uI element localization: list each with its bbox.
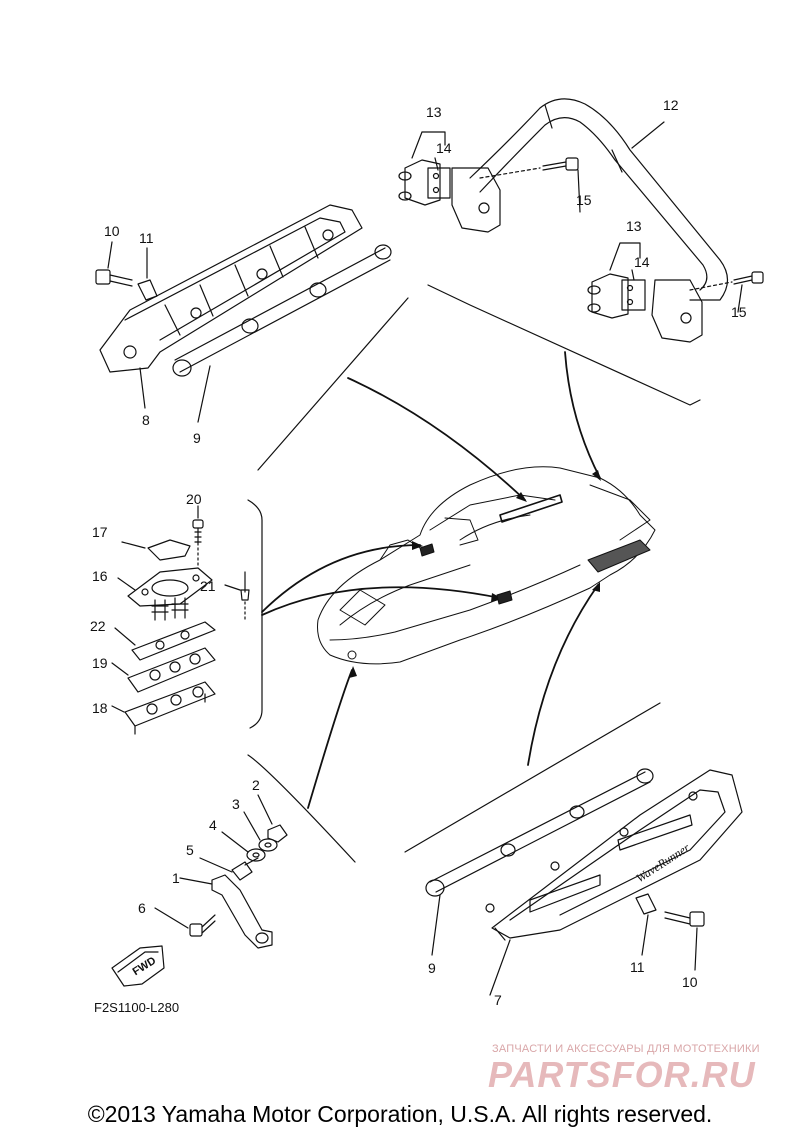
spacer-11-lower <box>635 893 657 956</box>
tube-rail-upper <box>172 244 392 377</box>
callout-13-lower: 13 <box>626 218 642 234</box>
callout-9-lower: 9 <box>428 960 436 976</box>
deck-rail-upper <box>99 204 363 373</box>
callout-22: 22 <box>90 618 106 634</box>
callout-2: 2 <box>252 777 260 793</box>
leader-8 <box>139 367 146 409</box>
nut-2 <box>257 794 288 843</box>
callout-10-upper: 10 <box>104 223 120 239</box>
callout-20: 20 <box>186 491 202 507</box>
watermark-brand: PARTSFOR.RU <box>488 1054 756 1095</box>
group-frame-tie-down <box>247 499 263 729</box>
fwd-arrow <box>111 945 165 987</box>
watercraft-outline <box>317 466 656 665</box>
group-frame-boarding-handle <box>257 284 701 471</box>
callout-9-upper: 9 <box>193 430 201 446</box>
bolt-15-upper <box>479 157 579 179</box>
callout-1: 1 <box>172 870 180 886</box>
callout-labels: 1 2 3 4 5 6 7 8 9 9 10 10 11 11 12 13 13… <box>90 97 747 1008</box>
callout-21: 21 <box>200 578 216 594</box>
callout-11-lower: 11 <box>630 959 645 975</box>
bolt-10-lower <box>664 911 705 971</box>
leader-lines <box>261 351 601 809</box>
plate-19 <box>111 647 216 693</box>
washer-3 <box>243 811 278 852</box>
tie-down-plate-16 <box>117 567 213 607</box>
bracket-1 <box>179 874 273 949</box>
boarding-handle <box>469 98 729 301</box>
callout-11-upper: 11 <box>139 230 154 246</box>
callout-8: 8 <box>142 412 150 428</box>
screw-6 <box>154 907 216 937</box>
group-frame-cleat-bracket <box>247 754 356 863</box>
callout-10-lower: 10 <box>682 974 698 990</box>
callout-16: 16 <box>92 568 108 584</box>
callout-14-lower: 14 <box>634 254 650 270</box>
watermark-tagline: ЗАПЧАСТИ И АКСЕССУАРЫ ДЛЯ МОТОТЕХНИКИ <box>492 1043 760 1055</box>
gasket-22 <box>114 621 216 661</box>
screw-20 <box>192 505 204 566</box>
callout-6: 6 <box>138 900 146 916</box>
washer-4 <box>221 831 266 862</box>
callout-7: 7 <box>494 992 502 1008</box>
deck-rail-lower <box>485 769 743 996</box>
callout-5: 5 <box>186 842 194 858</box>
callout-18: 18 <box>92 700 108 716</box>
copyright-notice: ©2013 Yamaha Motor Corporation, U.S.A. A… <box>87 1101 713 1127</box>
tie-down-posts <box>151 597 189 621</box>
rivet-21 <box>224 571 250 621</box>
callout-17: 17 <box>92 524 108 540</box>
bolt-10-upper <box>95 241 133 287</box>
callout-19: 19 <box>92 655 108 671</box>
spacer-11-upper <box>137 247 158 301</box>
callout-14-upper: 14 <box>436 140 452 156</box>
handle-bracket-lower <box>587 273 703 343</box>
group-frame-sponson <box>404 702 661 853</box>
diagram-code: F2S1100-L280 <box>94 1000 180 1015</box>
bolt-5 <box>199 857 259 881</box>
callout-12: 12 <box>663 97 679 113</box>
callout-13-upper: 13 <box>426 104 442 120</box>
tie-down-cover-17 <box>121 539 191 561</box>
callout-15-upper: 15 <box>576 192 592 208</box>
callout-15-lower: 15 <box>731 304 747 320</box>
tube-rail-lower <box>425 768 654 956</box>
bolt-15-lower <box>689 271 764 291</box>
leader-9-upper <box>197 365 211 423</box>
callout-bracket-13-14 <box>411 121 743 313</box>
handle-bracket-upper <box>398 159 501 233</box>
plate-18 <box>111 681 216 735</box>
callout-4: 4 <box>209 817 217 833</box>
callout-3: 3 <box>232 796 240 812</box>
